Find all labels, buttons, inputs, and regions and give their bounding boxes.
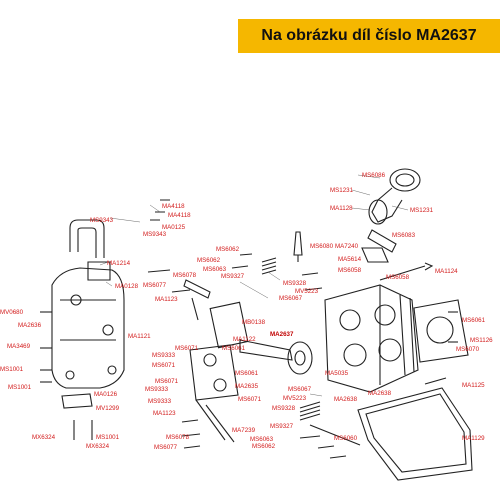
- lower-gasket-drawing: [357, 387, 473, 481]
- label-ms6070: MS6070: [456, 346, 480, 353]
- label-ms1231-right: MS1231: [410, 207, 434, 214]
- label-ms9327-bottom: MS9327: [270, 423, 294, 430]
- label-mx6324-a: MX6324: [32, 434, 56, 441]
- label-ma0128: MA0128: [115, 283, 139, 290]
- label-ms6063: MS6063: [203, 266, 227, 273]
- label-ma0125: MA0125: [162, 224, 186, 231]
- rocker-block-drawing: [189, 344, 239, 443]
- label-ms1231-left: MS1231: [330, 187, 354, 194]
- label-ms9327: MS9327: [221, 273, 245, 280]
- label-ma7239: MA7239: [232, 427, 256, 434]
- label-ms6071-d: MS6071: [238, 396, 262, 403]
- label-ma2635: MA2635: [235, 383, 259, 390]
- label-ms6062-bottom: MS6062: [252, 443, 276, 450]
- label-mv0680: MV0680: [0, 309, 24, 316]
- valve-cover-drawing: [51, 267, 125, 389]
- label-ms9343-a: MS9343: [90, 217, 114, 224]
- label-ms1126: MS1126: [470, 337, 493, 344]
- label-ms9333-b: MS9333: [145, 386, 169, 393]
- spark-plug-drawing: [293, 231, 303, 262]
- breather-pipe-drawing: [69, 219, 111, 281]
- label-ma1128: MA1128: [330, 205, 353, 212]
- label-ms6071-a: MS6071: [175, 345, 199, 352]
- label-ma2638-b: MA2638: [368, 390, 392, 397]
- label-ms6058-a: MS6058: [338, 267, 362, 274]
- label-ms1001-b: MS1001: [8, 384, 32, 391]
- intake-manifold-drawing: [361, 168, 421, 263]
- label-ms6062-b: MS6062: [197, 257, 221, 264]
- label-mv1299: MV1299: [96, 405, 120, 412]
- valve-drawing: [379, 262, 434, 281]
- label-ms9343-b: MS9343: [143, 231, 167, 238]
- label-ms6071-c: MS6071: [155, 378, 179, 385]
- label-ms9328: MS9328: [283, 280, 307, 287]
- cylinder-head-drawing: [324, 284, 419, 393]
- label-mv5223-bottom: MV5223: [283, 395, 307, 402]
- camshaft-drawing: [209, 301, 313, 375]
- label-ma1125: MA1125: [462, 382, 485, 389]
- label-ms6077-bottom: MS6077: [154, 444, 178, 451]
- label-ms6067-bottom: MS6067: [288, 386, 312, 393]
- label-ms6078-top: MS6078: [173, 272, 197, 279]
- label-ms6071-b: MS6071: [152, 362, 176, 369]
- label-ms9328-bottom: MS9328: [272, 405, 296, 412]
- label-ma3469: MA3469: [7, 343, 31, 350]
- label-ma1123-bottom: MA1123: [153, 410, 176, 417]
- label-ma1121: MA1121: [128, 333, 151, 340]
- label-ms6067-top: MS6067: [279, 295, 303, 302]
- label-ms6063-bottom: MS6063: [250, 436, 274, 443]
- label-ma2636: MA2636: [18, 322, 42, 329]
- label-ma4118-a: MA4118: [162, 203, 185, 210]
- leader-lines: [99, 174, 409, 397]
- label-ma4118-b: MA4118: [168, 212, 191, 219]
- label-ms1001-c: MS1001: [96, 434, 120, 441]
- label-ma0126: MA0126: [94, 391, 118, 398]
- label-mv5223-top: MV5223: [295, 288, 319, 295]
- label-ms9333-c: MS9333: [148, 398, 172, 405]
- label-ma7240: MA7240: [335, 243, 359, 250]
- label-ma2637-highlight: MA2637: [270, 331, 294, 338]
- label-ma2638-a: MA2638: [334, 396, 358, 403]
- label-ms6061-b: MS6061: [235, 370, 259, 377]
- bolt-drawing: [40, 199, 458, 459]
- label-ma1129: MA1129: [462, 435, 485, 442]
- label-ms6058-b: MS6058: [386, 274, 410, 281]
- label-ms6077-top: MS6077: [143, 282, 167, 289]
- label-ma1214: MA1214: [107, 260, 131, 267]
- label-ms6062-a: MS6062: [216, 246, 240, 253]
- label-ms6080: MS6080: [310, 243, 334, 250]
- head-gasket-drawing: [413, 299, 469, 363]
- label-ma5614: MA5614: [338, 256, 362, 263]
- label-ms6083: MS6083: [392, 232, 416, 239]
- label-ma1122: MA1122: [233, 336, 256, 343]
- rocker-arm-drawing: [183, 279, 211, 321]
- label-ms6060: MS6060: [334, 435, 358, 442]
- label-ms6061-right: MS6061: [462, 317, 486, 324]
- label-mb0138: MB0138: [242, 319, 266, 326]
- label-ms6078-bottom: MS6078: [166, 434, 190, 441]
- label-ms1001-a: MS1001: [0, 366, 24, 373]
- valve-spring-drawing: [261, 257, 361, 446]
- label-ms9333-a: MS9333: [152, 352, 176, 359]
- part-number-banner: Na obrázku díl číslo MA2637: [238, 19, 500, 53]
- label-ma1123-top: MA1123: [155, 296, 178, 303]
- label-ma5035: MA5035: [325, 370, 349, 377]
- label-ms6086: MS6086: [362, 172, 386, 179]
- label-mx6324-b: MX6324: [86, 443, 110, 450]
- label-ma1124: MA1124: [435, 268, 458, 275]
- label-ms6061-a: MS6061: [222, 345, 246, 352]
